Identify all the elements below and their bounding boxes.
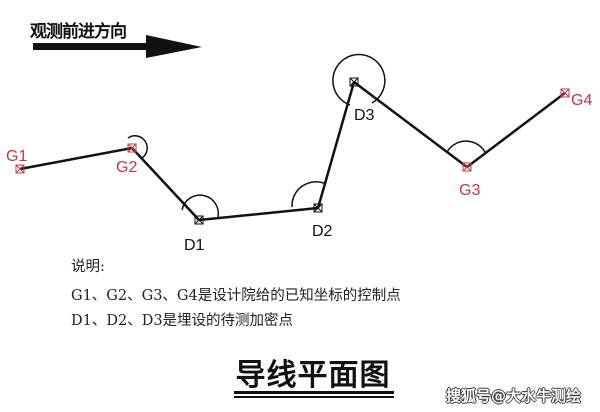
traverse-leg-g1-g2 — [19, 146, 133, 171]
direction-label: 观测前进方向 — [30, 22, 127, 42]
point-label: G3 — [459, 182, 480, 199]
angle-arc-g2 — [127, 135, 148, 159]
watermark: 搜狐号@大水牛测绘 — [446, 387, 582, 405]
point-label: D2 — [312, 223, 333, 240]
point-g3: G3 — [459, 162, 480, 199]
point-d2: D2 — [312, 203, 333, 240]
point-label: D3 — [354, 107, 375, 124]
point-g2: G2 — [116, 143, 137, 176]
point-g1: G1 — [6, 148, 27, 174]
point-g4: G4 — [560, 88, 592, 109]
point-marker-icon — [349, 77, 359, 87]
point-label: G2 — [116, 159, 137, 176]
point-marker-icon — [15, 164, 25, 174]
angle-arc-d3 — [332, 53, 386, 106]
traverse-leg-g3-g4 — [466, 92, 566, 168]
angle-arc-g3 — [446, 140, 487, 155]
point-marker-icon — [127, 143, 137, 153]
notes-line-new: D1、D2、D3是埋设的待测加密点 — [71, 313, 294, 329]
angle-arc-d2 — [291, 181, 327, 208]
notes-line-control: G1、G2、G3、G4是设计院给的已知坐标的控制点 — [71, 288, 401, 304]
point-marker-icon — [560, 88, 570, 98]
point-marker-icon — [462, 162, 472, 172]
point-d1: D1 — [184, 215, 205, 254]
traverse-leg-d2-d3 — [316, 81, 356, 209]
point-marker-icon — [194, 215, 204, 225]
traverse-leg-d1-d2 — [198, 206, 319, 222]
notes-heading: 说明: — [71, 259, 105, 275]
point-label: D1 — [184, 237, 205, 254]
point-label: G1 — [6, 148, 27, 165]
traverse-leg-g2-d1 — [131, 147, 200, 221]
traverse-leg-d3-g3 — [353, 81, 468, 168]
title-underline-2 — [234, 396, 394, 398]
point-d3: D3 — [349, 77, 375, 124]
title-underline — [234, 391, 394, 394]
point-label: G4 — [571, 92, 592, 109]
direction-arrow — [33, 35, 202, 58]
diagram-title: 导线平面图 — [235, 358, 391, 393]
point-marker-icon — [313, 203, 323, 213]
